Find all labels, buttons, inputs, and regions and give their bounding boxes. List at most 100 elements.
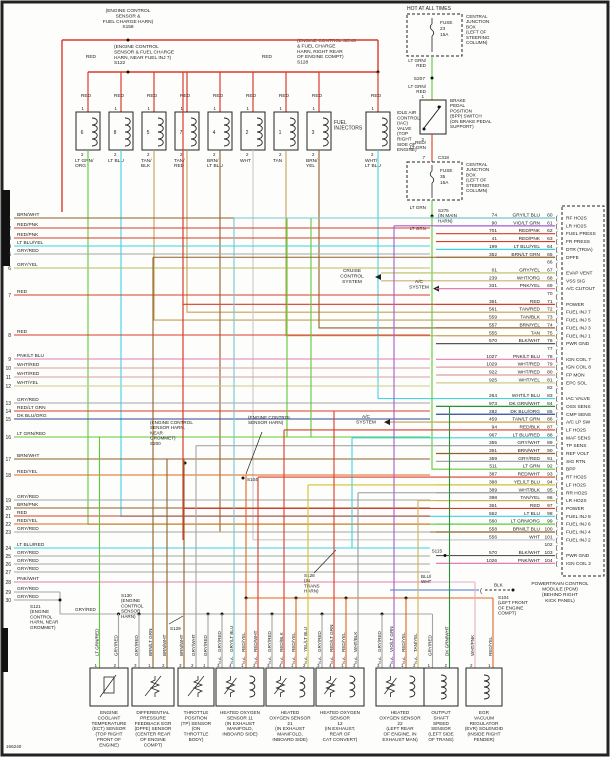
wire-color-label: LT GRN	[410, 145, 426, 150]
pcm-wire-color: RED	[530, 299, 541, 305]
pcm-wire-color: RED/PNK	[519, 228, 541, 234]
splice-label-s128-trans: HARN)	[304, 589, 319, 594]
coil-symbol	[91, 117, 98, 147]
pcm-pin-number: 103	[544, 550, 552, 556]
left-pin-number: 26	[5, 562, 11, 568]
pcm-wire-color: BRN/YEL	[519, 322, 540, 328]
wire-color-label: LT GRN	[410, 205, 426, 210]
pcm-circuit-number: 973	[489, 401, 497, 407]
left-pin-number: 4	[8, 244, 11, 250]
ac-system-label: SYSTEM	[356, 420, 376, 426]
sensor-name-dpfe: (CENTER REAR	[135, 732, 171, 737]
splice-label-s130: S130	[121, 593, 132, 598]
sensor-wire-color: GRY/LT BLU	[229, 626, 234, 652]
left-pin-wire-color: DK BLU/ORG	[17, 413, 47, 419]
bpp-switch-label: PEDAL	[450, 103, 466, 108]
pcm-name-label: (BEHIND RIGHT	[542, 592, 578, 598]
injector-pin: 1	[313, 106, 316, 111]
sensor-name-ect: (TOP RIGHT	[96, 732, 123, 737]
left-pin-number: 27	[5, 570, 11, 576]
pcm-pin-connector-icon: (	[556, 529, 559, 536]
ac-system-label: A/C	[415, 279, 424, 285]
pcm-pin-connector-icon: (	[556, 505, 559, 512]
splice-dot	[422, 127, 426, 131]
diagram-shape	[144, 675, 162, 697]
pcm-circuit-number: 561	[489, 307, 497, 313]
splice-dot	[126, 70, 130, 74]
wire-lt-grn-org	[87, 150, 436, 525]
pcm-pin-number: 69	[547, 283, 553, 289]
pcm-pin-number: 98	[547, 511, 553, 517]
pcm-pin-number: 80	[547, 370, 553, 376]
fuse-35-label: 15A	[440, 180, 449, 185]
splice-label-s128: & FUEL CHARGE	[297, 43, 335, 49]
splice-label-s128-trans: TRANS	[304, 583, 320, 588]
pcm-pin-number: 97	[547, 503, 553, 509]
sensor-wire-color: GRY/RED	[217, 630, 222, 652]
sensor-pin-na-label: N.A.	[377, 656, 382, 664]
pcm-row-label: POWER	[566, 302, 585, 308]
pcm-pin-number: 67	[547, 267, 553, 273]
pcm-wire-color: WHT/BLK	[519, 487, 541, 493]
injector-feed-color: RED	[114, 93, 125, 99]
wire-color-label: RED	[86, 54, 97, 60]
pcm-circuit-number: 90	[492, 220, 498, 226]
splice-label-s275: (IN MAIN	[438, 213, 457, 218]
pcm-circuit-number: 967	[489, 432, 497, 438]
left-pin-wire-color: GRY/RED	[17, 566, 39, 572]
diagram-shape	[99, 674, 117, 698]
pcm-row-label: FUEL INJ 5	[566, 318, 591, 324]
pcm-pin-connector-icon: (	[556, 490, 559, 497]
sensor-name-ho2s11: MANIFOLD,	[227, 726, 253, 731]
sensor-name-ho2s12: (IN EXHAUST,	[325, 726, 355, 731]
pcm-row-label: FUEL INJ 4	[566, 530, 591, 536]
injector-wire-color: WHT/	[365, 158, 378, 164]
left-pin-wire-color: GRY/RED	[17, 550, 39, 556]
pcm-pin-number: 85	[547, 409, 553, 415]
pcm-pin-number: 82	[547, 385, 553, 391]
central-junction-box-label: CENTRAL	[466, 14, 488, 19]
pcm-pin-number: 73	[547, 315, 553, 321]
bpp-pin: 1	[421, 94, 424, 99]
central-junction-box-label: BOX	[466, 24, 476, 29]
sensor-wire-color: GRY/RED	[427, 634, 432, 656]
coil-symbol	[322, 117, 329, 147]
diagram-shape	[103, 676, 115, 694]
sensor-name-ho2s21: 21	[287, 721, 293, 726]
sensor-name-ho2s12: SENSOR	[330, 715, 350, 720]
pcm-wire-color: VIO/LT GRN	[513, 220, 540, 226]
pcm-pin-connector-icon: (	[556, 223, 559, 230]
injector-pin: 2	[147, 152, 150, 157]
sensor-pin-na-label: N.A.	[413, 656, 418, 664]
wire-color-label: BLU/	[421, 574, 432, 579]
splice-label-s115: S115	[432, 549, 443, 554]
sensor-name-oss: SENSOR	[431, 726, 451, 731]
sensor-pin-na-label: N.A.	[303, 656, 308, 664]
pcm-row-label: A/C LP SW	[566, 420, 591, 426]
pcm-row-label: FUEL INJ 6	[566, 522, 591, 528]
splice-label-s158: (ENGINE CONTROL	[106, 8, 151, 14]
pcm-pin-number: 89	[547, 440, 553, 446]
left-pin-wire-color: GRY/RED	[17, 397, 39, 403]
coil-symbol	[190, 117, 197, 147]
sensor-name-oss: (LEFT SIDE	[428, 732, 453, 737]
splice-label-s128: OF ENGINE COMPT)	[297, 54, 344, 60]
wire-color-label: RED	[262, 54, 273, 60]
left-pin-number: 15	[5, 417, 11, 423]
pcm-circuit-number: 1026	[486, 558, 497, 564]
sensor-name-ho2s22: HEATED	[391, 710, 410, 715]
sensor-name-dpfe: (DPFE) SENSOR	[135, 726, 172, 731]
sensor-name-ho2s22: 22	[397, 721, 403, 726]
sensor-wire-color: RED/YEL	[401, 632, 406, 652]
pcm-pin-connector-icon: (	[556, 466, 559, 473]
pcm-pin-number: 90	[547, 448, 553, 454]
iac-valve-label: RIGHT	[397, 137, 412, 142]
splice-label-s128-trans: (IN	[304, 578, 310, 583]
pcm-wire-color: WHT/LT BLU	[512, 393, 541, 399]
injector-wire-color: BLK	[141, 163, 151, 169]
left-pin-wire-color: RED/YEL	[17, 518, 38, 524]
sensor-wire-color: GRY/RED	[377, 630, 382, 652]
sensor-pin-number: 1	[488, 663, 491, 668]
injector-wire-color: LT BLU	[365, 163, 381, 169]
